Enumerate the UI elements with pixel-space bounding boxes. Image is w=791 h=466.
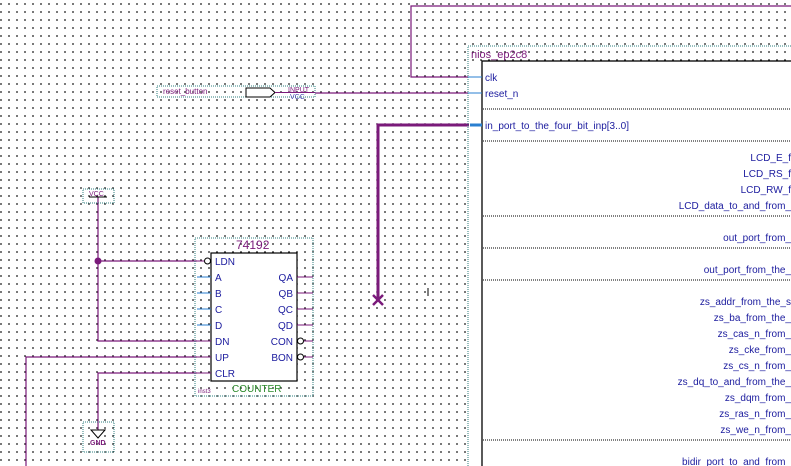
- nios-port-label: zs_cas_n_from_: [718, 329, 791, 340]
- nios-output-port[interactable]: LCD_data_to_and_from_: [679, 201, 791, 212]
- wire-vcc-dn[interactable]: [97, 197, 197, 342]
- nios-port-label: zs_dqm_from_: [725, 393, 791, 404]
- nios-output-port[interactable]: zs_dq_to_and_from_the_: [678, 377, 791, 388]
- counter-port-label: DN: [215, 337, 229, 348]
- counter-instance: inst3: [198, 389, 211, 395]
- nios-port-label: LCD_E_f: [750, 153, 791, 164]
- counter-port-qc[interactable]: QC: [278, 305, 313, 316]
- nios-output-port[interactable]: zs_cas_n_from_: [718, 329, 791, 340]
- wire-clr-gnd[interactable]: [97, 372, 197, 430]
- counter-port-label: CON: [271, 337, 293, 348]
- ground-icon: [89, 429, 107, 439]
- nios-output-port[interactable]: zs_ras_n_from_: [719, 409, 791, 420]
- nios-port-label: zs_ba_from_the_: [714, 313, 791, 324]
- counter-port-label: B: [215, 289, 222, 300]
- counter-port-bon[interactable]: BON: [271, 353, 313, 364]
- nios-port-label: LCD_data_to_and_from_: [679, 201, 791, 212]
- nios-port-in-port-bus[interactable]: in_port_to_the_four_bit_inp[3..0]: [470, 121, 629, 132]
- wire-clk[interactable]: [410, 5, 791, 78]
- nios-output-port[interactable]: LCD_RW_f: [741, 185, 791, 196]
- counter-port-label: D: [215, 321, 222, 332]
- nios-output-port[interactable]: zs_ba_from_the_: [714, 313, 791, 324]
- nios-port-label: out_port_from_the_: [704, 265, 791, 276]
- gnd-label: GND: [90, 440, 106, 447]
- wires: [25, 5, 791, 466]
- input-pin-default: VCC: [290, 94, 305, 101]
- wire-up[interactable]: [25, 356, 197, 466]
- nios-port-label: zs_dq_to_and_from_the_: [678, 377, 791, 388]
- counter-port-qb[interactable]: QB: [279, 289, 313, 300]
- nios-ep2c8-block[interactable]: nios_ep2c8 clk reset_n in_port_to_the_four…: [467, 45, 791, 466]
- nios-output-port[interactable]: out_port_from_: [723, 233, 791, 244]
- nios-output-port[interactable]: bidir_port_to_and_from_: [682, 457, 791, 466]
- counter-frame: [194, 237, 314, 397]
- counter-port-con[interactable]: CON: [271, 337, 313, 348]
- counter-port-label: UP: [215, 353, 229, 364]
- nios-port-label: LCD_RS_f: [743, 169, 791, 180]
- nios-port-label: zs_we_n_from_: [720, 425, 791, 436]
- nios-port-reset-n[interactable]: reset_n: [468, 89, 518, 100]
- nios-output-port[interactable]: out_port_from_the_: [704, 265, 791, 276]
- nios-output-port[interactable]: zs_cke_from_: [729, 345, 791, 356]
- nios-port-label: zs_cs_n_from_: [723, 361, 791, 372]
- counter-port-label: QB: [279, 289, 294, 300]
- nios-title: nios_ep2c8: [471, 49, 527, 61]
- bus-in-port[interactable]: [376, 123, 470, 300]
- counter-port-ldn[interactable]: LDN: [197, 257, 235, 268]
- nios-port-label: reset_n: [485, 89, 518, 100]
- inversion-bubble-icon: [204, 257, 211, 265]
- counter-port-dn[interactable]: DN: [197, 337, 229, 348]
- nios-port-label: out_port_from_: [723, 233, 791, 244]
- counter-port-qa[interactable]: QA: [279, 273, 313, 284]
- wire-junction: [94, 257, 102, 265]
- vcc-label: VCC: [89, 191, 104, 198]
- counter-port-label: QD: [278, 321, 293, 332]
- nios-frame: [467, 45, 791, 466]
- input-pin-arrow-icon: [245, 87, 276, 98]
- nios-port-label: bidir_port_to_and_from_: [682, 457, 791, 466]
- nios-port-label: in_port_to_the_four_bit_inp[3..0]: [485, 121, 629, 132]
- nios-body: [481, 60, 791, 466]
- counter-port-label: QC: [278, 305, 293, 316]
- nios-output-port[interactable]: zs_cs_n_from_: [723, 361, 791, 372]
- nios-output-port[interactable]: LCD_RS_f: [743, 169, 791, 180]
- gnd-symbol[interactable]: GND: [82, 421, 115, 453]
- nios-port-label: clk: [485, 73, 498, 84]
- counter-port-up[interactable]: UP: [197, 353, 229, 364]
- inversion-bubble-icon: [297, 353, 304, 361]
- nios-output-port[interactable]: zs_we_n_from_: [720, 425, 791, 436]
- nios-port-label: zs_ras_n_from_: [719, 409, 791, 420]
- nios-port-label: LCD_RW_f: [741, 185, 791, 196]
- counter-port-b[interactable]: B: [197, 289, 222, 300]
- inversion-bubble-icon: [297, 337, 304, 345]
- input-pin-name: reset_button: [163, 87, 207, 96]
- counter-port-label: LDN: [215, 257, 235, 268]
- nios-port-label: zs_cke_from_: [729, 345, 791, 356]
- input-pin-reset-button[interactable]: reset_button INPUT VCC: [156, 85, 316, 101]
- counter-body: [210, 252, 298, 382]
- unconnected-end-icon: [372, 294, 384, 306]
- counter-function: COUNTER: [232, 384, 281, 395]
- nios-frame-fill: [469, 62, 483, 466]
- counter-port-c[interactable]: C: [197, 305, 222, 316]
- counter-port-label: CLR: [215, 369, 235, 380]
- counter-port-clr[interactable]: CLR: [197, 369, 235, 380]
- counter-port-label: BON: [271, 353, 293, 364]
- counter-port-label: C: [215, 305, 222, 316]
- counter-part-number: 74192: [236, 238, 270, 252]
- counter-port-label: A: [215, 273, 222, 284]
- counter-port-a[interactable]: A: [197, 273, 222, 284]
- nios-output-port[interactable]: zs_addr_from_the_s: [700, 297, 791, 308]
- counter-port-qd[interactable]: QD: [278, 321, 313, 332]
- nios-port-label: zs_addr_from_the_s: [700, 297, 791, 308]
- nios-output-port[interactable]: LCD_E_f: [750, 153, 791, 164]
- vcc-symbol[interactable]: VCC: [82, 188, 115, 204]
- counter-port-d[interactable]: D: [197, 321, 222, 332]
- nios-output-port[interactable]: zs_dqm_from_: [725, 393, 791, 404]
- input-pin-type: INPUT: [288, 87, 310, 94]
- counter-port-label: QA: [279, 273, 294, 284]
- nios-port-clk[interactable]: clk: [468, 73, 498, 84]
